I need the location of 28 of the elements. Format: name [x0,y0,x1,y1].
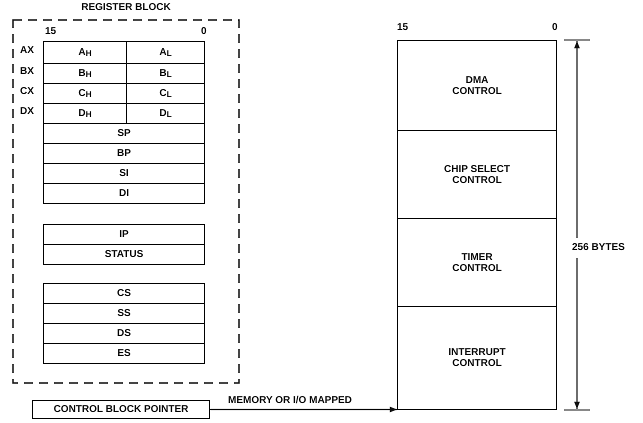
memory-region-box: CHIP SELECT CONTROL [397,130,557,220]
memory-region-box: INTERRUPT CONTROL [397,306,557,410]
register-box: IP [43,224,205,245]
register-box: CS [43,283,205,304]
register-box: CONTROL BLOCK POINTER [32,400,210,419]
dimension-label: 256 BYTES [572,242,625,253]
bit-number: 15 [45,26,56,37]
register-box: ES [43,343,205,364]
bit-number: 15 [397,22,408,33]
register-name: DX [20,106,34,117]
register-name: BX [20,66,34,77]
group-title: REGISTER BLOCK [80,2,172,14]
edge-label: MEMORY OR I/O MAPPED [228,394,352,406]
register-name: AX [20,45,34,56]
register-box: DI [43,183,205,204]
register-box: BP [43,143,205,164]
register-name: CX [20,86,34,97]
memory-region-box: TIMER CONTROL [397,218,557,308]
register-box: SI [43,163,205,184]
bit-number: 0 [552,22,558,33]
dashed-group-frame [12,2,240,384]
arrow [210,406,397,412]
register-box: DS [43,323,205,344]
register-box: SS [43,303,205,324]
register-box: SP [43,123,205,144]
memory-region-box: DMA CONTROL [397,40,557,132]
bit-number: 0 [201,26,207,37]
register-box: STATUS [43,244,205,265]
